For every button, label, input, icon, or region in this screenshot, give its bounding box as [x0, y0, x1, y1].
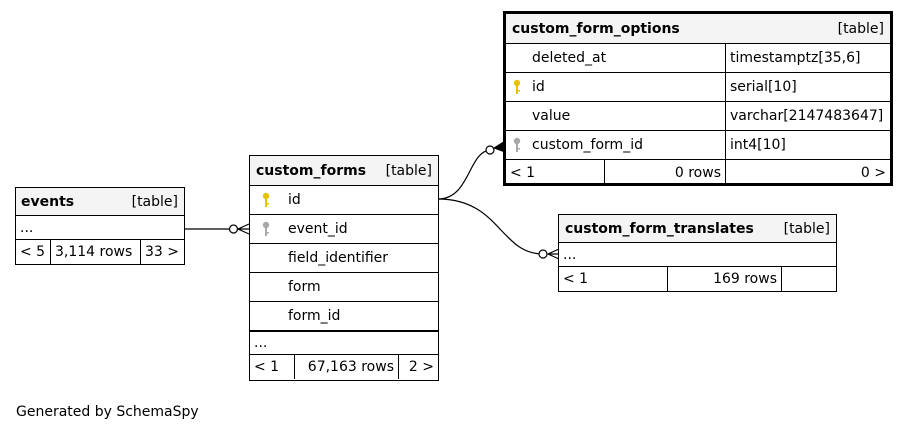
table-name: custom_form_translates	[565, 220, 754, 237]
more-columns-row: ...	[559, 243, 836, 267]
table-footer: < 1 67,163 rows 2 >	[250, 355, 438, 379]
table-name: events	[21, 193, 75, 210]
more-columns-ellipsis: ...	[20, 219, 34, 236]
parents-count[interactable]: < 5	[20, 244, 46, 260]
row-count: 0 rows	[604, 160, 725, 186]
column-row-form-id[interactable]: form_id	[250, 302, 438, 331]
primary-key-icon	[250, 186, 282, 214]
table-header: custom_forms [table]	[250, 156, 438, 186]
column-type: serial[10]	[725, 73, 890, 101]
column-row-id[interactable]: id	[250, 186, 438, 215]
table-footer: < 1 169 rows	[559, 267, 836, 291]
more-columns-row: ...	[16, 216, 184, 240]
column-name: form_id	[288, 308, 341, 324]
column-name: id	[288, 192, 301, 208]
column-name: custom_form_id	[532, 137, 643, 153]
table-custom-forms[interactable]: custom_forms [table] id event_id field_i…	[249, 155, 439, 381]
table-header: custom_form_options [table]	[506, 14, 890, 44]
column-name: id	[532, 79, 545, 95]
column-row-deleted-at[interactable]: deleted_at timestamptz[35,6]	[506, 44, 890, 73]
row-count: 67,163 rows	[294, 355, 398, 379]
table-footer: < 5 3,114 rows 33 >	[16, 240, 184, 264]
parents-count[interactable]: < 1	[563, 271, 589, 287]
column-row-field-identifier[interactable]: field_identifier	[250, 244, 438, 273]
column-type: timestamptz[35,6]	[725, 44, 890, 72]
children-count[interactable]: 2 >	[398, 355, 438, 379]
generated-by-caption: Generated by SchemaSpy	[16, 404, 199, 420]
edge-custom-forms-custom-form-translates	[437, 198, 560, 260]
parents-count[interactable]: < 1	[510, 165, 536, 181]
children-count[interactable]: 0 >	[725, 160, 890, 186]
column-name: form	[288, 279, 321, 295]
table-header: events [table]	[16, 188, 184, 216]
table-custom-form-options[interactable]: custom_form_options [table] deleted_at t…	[503, 11, 893, 186]
primary-key-icon	[506, 73, 528, 101]
column-row-form[interactable]: form	[250, 273, 438, 302]
column-name: event_id	[288, 221, 348, 237]
table-name: custom_form_options	[512, 20, 680, 37]
more-columns-ellipsis: ...	[563, 246, 577, 263]
table-custom-form-translates[interactable]: custom_form_translates [table] ... < 1 1…	[558, 214, 837, 292]
column-type: varchar[2147483647]	[725, 102, 890, 130]
more-columns-ellipsis: ...	[254, 335, 268, 351]
column-type: int4[10]	[725, 131, 890, 159]
children-count[interactable]	[781, 267, 836, 291]
table-kind: [table]	[385, 162, 432, 179]
table-kind: [table]	[783, 220, 830, 237]
column-row-value[interactable]: value varchar[2147483647]	[506, 102, 890, 131]
table-footer: < 1 0 rows 0 >	[506, 160, 890, 186]
column-name: deleted_at	[532, 50, 607, 66]
children-count[interactable]: 33 >	[140, 240, 184, 264]
edge-events-custom-forms	[184, 223, 250, 235]
column-name: value	[532, 108, 571, 124]
row-count: 3,114 rows	[50, 240, 140, 264]
foreign-key-icon	[506, 131, 528, 159]
edge-custom-forms-custom-form-options	[437, 140, 506, 200]
table-kind: [table]	[131, 193, 178, 210]
column-row-custom-form-id[interactable]: custom_form_id int4[10]	[506, 131, 890, 160]
row-count: 169 rows	[667, 267, 781, 291]
column-row-event-id[interactable]: event_id	[250, 215, 438, 244]
foreign-key-icon	[250, 215, 282, 243]
column-row-id[interactable]: id serial[10]	[506, 73, 890, 102]
table-header: custom_form_translates [table]	[559, 215, 836, 243]
column-name: field_identifier	[288, 250, 389, 266]
table-events[interactable]: events [table] ... < 5 3,114 rows 33 >	[15, 187, 185, 265]
parents-count[interactable]: < 1	[254, 359, 280, 375]
table-kind: [table]	[837, 20, 884, 37]
table-name: custom_forms	[256, 162, 367, 179]
more-columns-row: ...	[250, 331, 438, 355]
